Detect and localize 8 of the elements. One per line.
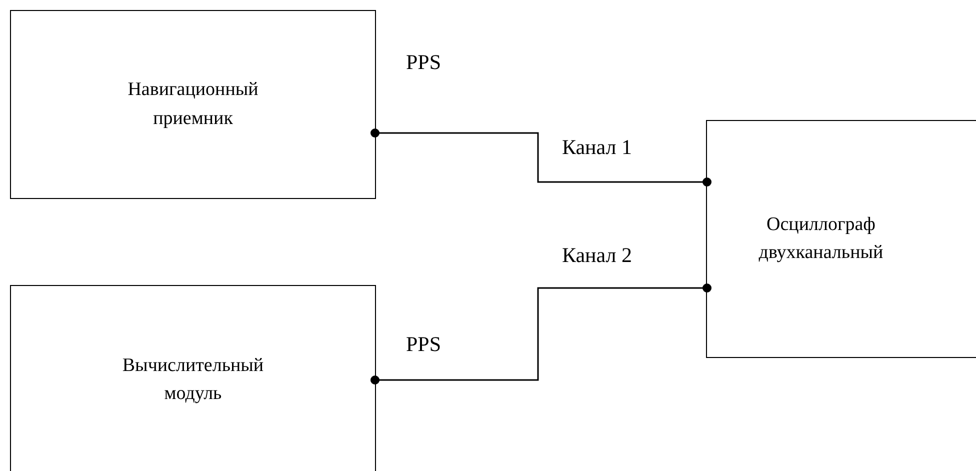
signal-line bbox=[370, 284, 712, 384]
signal-line bbox=[370, 128, 712, 186]
block-box bbox=[10, 10, 376, 199]
block-label: Вычислительный модуль bbox=[121, 354, 265, 406]
block-box bbox=[10, 285, 376, 471]
block-label: Навигационный приемник bbox=[126, 78, 260, 130]
block-label: Осциллограф двухканальный bbox=[758, 212, 884, 265]
block-box bbox=[706, 120, 976, 358]
